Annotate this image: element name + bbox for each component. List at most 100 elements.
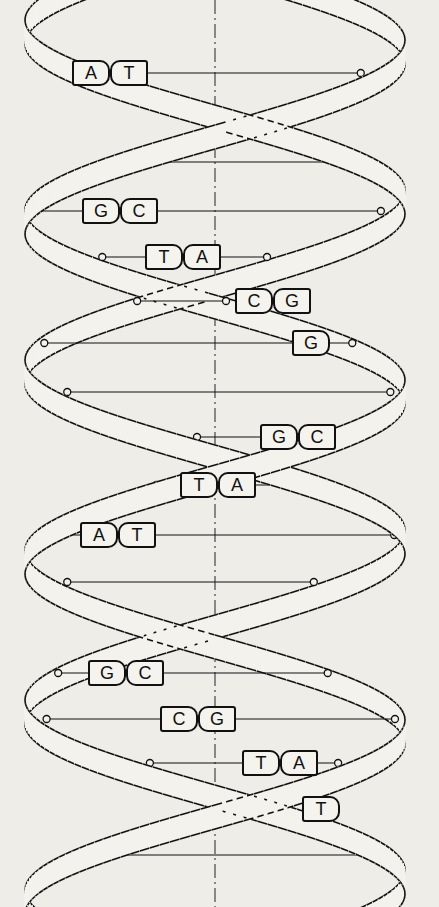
strand-edge xyxy=(112,857,121,860)
strand-edge xyxy=(324,263,332,266)
strand-fill xyxy=(40,572,44,599)
strand-fill xyxy=(332,86,340,113)
strand-edge xyxy=(90,770,98,773)
strand-fill xyxy=(378,746,383,773)
strand-edge xyxy=(143,788,153,791)
base-letter: T xyxy=(124,64,135,82)
strand-edge xyxy=(38,254,42,257)
strand-fill xyxy=(367,752,373,779)
strand-edge xyxy=(246,668,256,671)
strand-fill xyxy=(137,272,147,299)
strand-edge xyxy=(146,656,156,659)
strand-fill xyxy=(61,323,67,350)
strand-fill xyxy=(371,347,377,374)
strand-fill xyxy=(312,134,321,161)
strand-edge xyxy=(103,860,112,863)
sugar-dot xyxy=(134,298,141,305)
strand-fill xyxy=(190,809,200,836)
strand-edge xyxy=(371,560,377,563)
strand-edge xyxy=(404,893,406,896)
strand-fill xyxy=(124,758,133,785)
strand-edge xyxy=(24,575,26,578)
strand-edge xyxy=(170,92,180,95)
strand-edge xyxy=(118,416,127,419)
strand-fill xyxy=(57,392,63,419)
strand-edge xyxy=(52,263,58,266)
strand-edge xyxy=(55,755,61,758)
base-pair-bond xyxy=(67,391,390,392)
strand-edge xyxy=(24,230,26,233)
strand-edge xyxy=(197,617,208,620)
strand-fill xyxy=(309,584,318,611)
strand-edge xyxy=(173,308,183,311)
strand-edge xyxy=(364,494,370,497)
strand-edge xyxy=(39,65,43,68)
strand-edge xyxy=(173,623,183,626)
strand-edge xyxy=(127,419,136,422)
base-letter: T xyxy=(316,800,327,818)
strand-edge xyxy=(355,854,362,857)
strand-edge xyxy=(274,785,284,788)
sugar-dot xyxy=(64,579,71,586)
strand-edge xyxy=(327,503,335,506)
strand-edge xyxy=(404,380,406,383)
strand-edge xyxy=(284,149,294,152)
strand-edge xyxy=(306,245,315,248)
strand-edge xyxy=(236,140,246,143)
strand-edge xyxy=(346,170,353,173)
strand-edge xyxy=(355,251,362,254)
strand-edge xyxy=(133,320,143,323)
strand-edge xyxy=(373,32,379,35)
strand-fill xyxy=(362,833,368,860)
strand-edge xyxy=(204,149,215,152)
strand-edge xyxy=(324,239,332,242)
base-letter: A xyxy=(196,248,208,266)
strand-edge xyxy=(106,155,115,158)
strand-fill xyxy=(257,260,267,287)
strand-edge xyxy=(233,110,243,113)
strand-fill xyxy=(215,635,226,662)
strand-edge xyxy=(115,755,124,758)
strand-fill xyxy=(267,257,277,284)
base-box: T xyxy=(302,796,340,822)
strand-edge xyxy=(124,173,133,176)
base-letter: C xyxy=(248,292,261,310)
strand-edge xyxy=(42,524,47,527)
strand-fill xyxy=(340,233,348,260)
base-box: C xyxy=(298,424,336,450)
strand-edge xyxy=(312,8,321,11)
base-letter: C xyxy=(133,202,146,220)
strand-edge xyxy=(50,728,55,731)
strand-fill xyxy=(306,95,315,122)
strand-edge xyxy=(340,674,348,677)
strand-edge xyxy=(369,686,375,689)
strand-edge xyxy=(240,452,250,455)
base-letter: A xyxy=(293,754,305,772)
strand-edge xyxy=(173,158,183,161)
strand-edge xyxy=(371,434,377,437)
strand-edge xyxy=(358,365,365,368)
strand-edge xyxy=(215,659,226,662)
strand-fill xyxy=(45,182,50,209)
base-letter: C xyxy=(311,428,324,446)
strand-fill xyxy=(373,899,379,907)
strand-fill xyxy=(293,128,302,155)
strand-fill xyxy=(79,845,87,872)
strand-fill xyxy=(115,605,124,632)
strand-edge xyxy=(103,95,112,98)
strand-edge xyxy=(378,11,383,14)
strand-fill xyxy=(137,485,147,512)
strand-fill xyxy=(118,416,127,443)
strand-edge xyxy=(82,593,90,596)
strand-fill xyxy=(177,434,187,461)
strand-edge xyxy=(330,164,338,167)
strand-edge xyxy=(346,761,353,764)
strand-fill xyxy=(166,476,176,503)
base-pair-bond xyxy=(119,72,361,73)
strand-fill xyxy=(118,491,127,518)
strand-edge xyxy=(236,791,246,794)
strand-edge xyxy=(260,599,270,602)
strand-fill xyxy=(133,296,143,323)
strand-edge xyxy=(92,407,100,410)
strand-edge xyxy=(280,593,290,596)
